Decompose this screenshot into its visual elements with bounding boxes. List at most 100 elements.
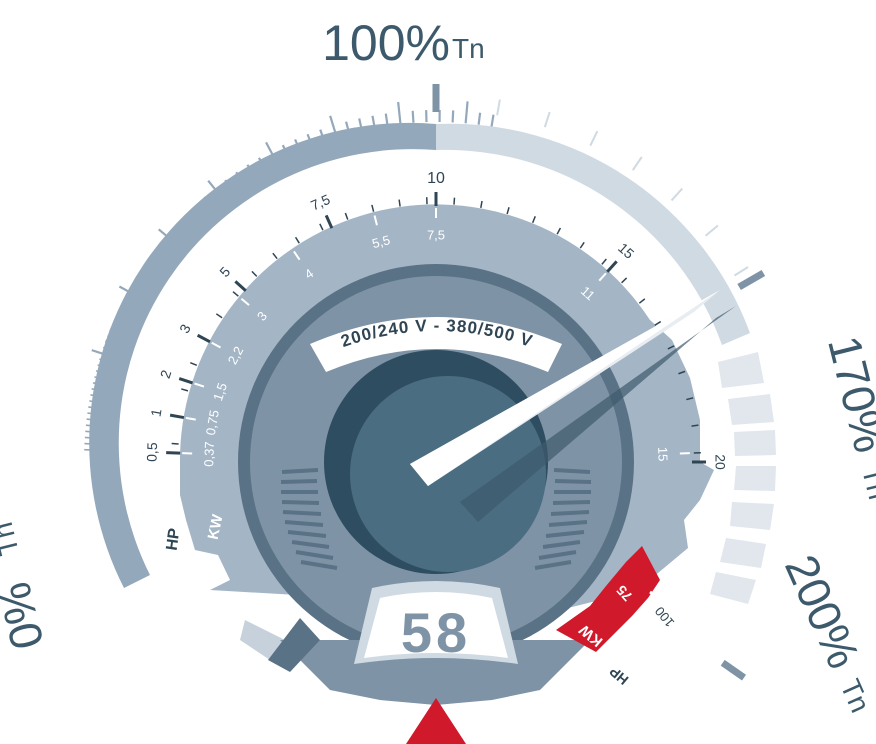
minor-tick (371, 204, 375, 212)
voltage-banner (310, 317, 562, 372)
outer-tick-overload (632, 156, 643, 171)
minor-tick (621, 277, 628, 284)
kw-tick (240, 297, 250, 306)
cog-inner-step (240, 620, 285, 660)
hp-scale-label: 5 (216, 263, 233, 280)
svg-text:Tn: Tn (834, 675, 876, 717)
kw-tick (211, 341, 222, 349)
hp-scale-label: 15 (615, 240, 637, 262)
kw-unit-label: KW (205, 512, 227, 541)
hp-scale-label: 1 (147, 407, 164, 418)
kw-tick (194, 382, 205, 388)
vent-left (280, 468, 338, 570)
minor-tick (232, 291, 239, 297)
hp-scale-label: 7,5 (308, 191, 332, 214)
display-window (364, 592, 508, 658)
minor-tick (344, 212, 349, 220)
red-indicator (406, 698, 466, 744)
outer-tick (464, 101, 469, 124)
kw-scale-label: 7,5 (427, 227, 445, 242)
red-zone-tick (649, 590, 663, 602)
left-label: 0% Tn (0, 519, 54, 654)
minor-tick (181, 388, 189, 392)
hp-scale-label: 3 (176, 321, 194, 336)
outer-tick-overload (705, 224, 719, 237)
svg-text:170%: 170% (818, 331, 876, 458)
hp-scale-label: 2 (157, 368, 175, 381)
outer-tick-overload (670, 187, 683, 202)
outer-tick (477, 112, 482, 125)
outer-tick-overload (496, 99, 501, 116)
svg-text:0%: 0% (0, 577, 54, 654)
svg-text:Tn: Tn (856, 463, 876, 502)
kw-tick (598, 272, 607, 282)
minor-tick (294, 236, 300, 244)
minor-tick (272, 252, 278, 260)
top-label: 100% Tn (322, 15, 485, 71)
svg-text:Tn: Tn (0, 519, 25, 558)
kw-scale-label: 5,5 (370, 232, 391, 251)
outer-tick (490, 114, 495, 127)
minor-tick (686, 397, 694, 401)
minor-tick (201, 336, 209, 342)
display-value: 58 (401, 601, 471, 664)
red-zone (556, 546, 660, 652)
outer-tick (384, 113, 389, 126)
hp-tick (324, 214, 334, 229)
red-hp-label: HP (606, 663, 631, 688)
minor-tick (556, 227, 562, 235)
hp-tick (234, 280, 247, 292)
kw-tick (373, 215, 378, 226)
outer-arc-overload (436, 123, 750, 345)
minor-tick (579, 241, 585, 249)
minor-tick (531, 216, 536, 224)
minor-tick (174, 415, 183, 418)
hp-tick (178, 377, 193, 385)
outer-tick (451, 110, 455, 123)
minor-tick (190, 362, 198, 367)
minor-tick (215, 313, 223, 319)
hp-scale-label: 0,5 (144, 442, 161, 462)
right-label: 170% Tn (818, 331, 876, 503)
max-marker (720, 659, 747, 681)
outer-tick-overload (543, 111, 551, 128)
hp-scale-label: 20 (712, 454, 728, 470)
minor-tick (654, 320, 662, 326)
outer-tick (411, 110, 415, 123)
red-hp-value: 100 (652, 604, 677, 630)
minor-tick (319, 223, 324, 231)
svg-text:200%: 200% (775, 547, 870, 676)
kw-scale-label: 15 (655, 447, 670, 462)
hp-tick (606, 260, 618, 273)
outer-tick-overload (589, 130, 599, 147)
outer-tick-overload (733, 266, 749, 277)
minor-tick (398, 199, 401, 207)
minor-tick (480, 200, 483, 209)
svg-text:100%: 100% (322, 15, 450, 71)
kw-scale-label: 0,75 (203, 409, 222, 437)
overload-segments (710, 352, 776, 604)
minor-tick (691, 424, 699, 427)
kw-tick (293, 250, 301, 261)
kw-scale-label: 0,37 (201, 441, 217, 467)
minor-tick (678, 370, 686, 375)
overload-marker (737, 269, 766, 291)
kw-scale-label: 1,5 (210, 381, 230, 403)
bottom-shadow (268, 618, 320, 672)
needle (410, 290, 736, 522)
outer-arc-normal (89, 122, 437, 589)
svg-text:Tn: Tn (452, 33, 485, 64)
vent-right (534, 468, 592, 570)
low-right-label: 200% Tn (775, 547, 876, 717)
kw-scale-label: 2,2 (225, 344, 247, 367)
hp-scale-label: 10 (427, 170, 445, 187)
minor-tick (251, 270, 258, 277)
minor-tick (601, 258, 607, 265)
minor-tick (667, 345, 675, 350)
hp-unit-label: HP (164, 527, 184, 552)
outer-tick (397, 101, 402, 124)
minor-tick (638, 298, 646, 304)
minor-tick (506, 207, 510, 215)
kw-tick (185, 416, 196, 421)
